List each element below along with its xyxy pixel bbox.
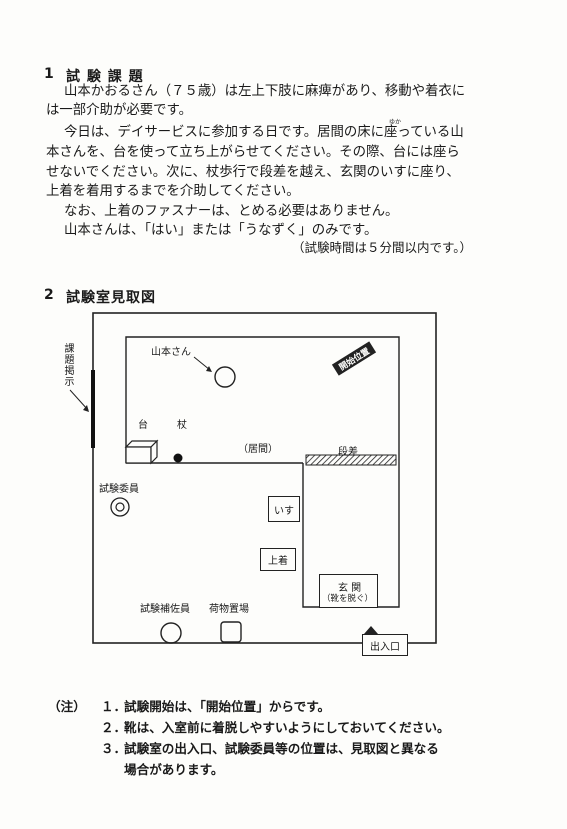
cane-dot <box>173 453 183 463</box>
section2-number: 2 <box>44 287 55 303</box>
step-hatch <box>305 454 397 466</box>
entrance-label: 出入口 <box>370 641 400 653</box>
dai-side <box>150 439 158 465</box>
section1-title: 試 験 課 題 <box>66 69 144 85</box>
entrance-arrowhead <box>364 626 378 634</box>
chair-box: いす <box>268 496 300 522</box>
jacket-box: 上着 <box>260 548 296 571</box>
jacket-label: 上着 <box>268 556 288 567</box>
assistant-circle <box>160 622 182 644</box>
note-2-number: ２． <box>101 720 127 735</box>
section1-number: 1 <box>44 66 55 82</box>
baggage-label: 荷物置場 <box>209 604 249 615</box>
note-3-continuation: 場合があります。 <box>124 762 224 777</box>
cane-label: 杖 <box>177 420 187 431</box>
ruby-yuka: ゆか <box>389 119 402 126</box>
section2-title: 試験室見取図 <box>66 290 156 306</box>
note-3-number: ３． <box>101 741 127 756</box>
task-line-1: 山本かおるさん（７５歳）は左上下肢に麻痺があり、移動や着衣に <box>64 84 466 99</box>
note-1-number: １． <box>101 699 127 714</box>
task-line-5: せないでください。次に、杖歩行で段差を越え、玄関のいすに座り、 <box>46 165 460 180</box>
baggage-box <box>220 621 242 643</box>
living-room-wall <box>125 336 400 463</box>
note-2-text: 靴は、入室前に着脱しやすいようにしておいてください。 <box>124 720 450 735</box>
yamamoto-arrow <box>193 356 211 371</box>
posting-arrowhead <box>83 405 89 412</box>
task-line-4: 本さんを、台を使って立ち上がらせてください。その際、台には座ら <box>46 145 460 160</box>
posting-arrow <box>69 389 89 411</box>
notes-marker: （注） <box>48 699 86 714</box>
living-room-label: （居間） <box>238 444 278 455</box>
examiner-label: 試験委員 <box>99 484 139 495</box>
shoes-label: （靴を脱ぐ） <box>322 594 374 604</box>
task-line-7: なお、上着のファスナーは、とめる必要はありません。 <box>64 204 399 219</box>
examiner-outer <box>110 497 130 517</box>
task-line-3: 今日は、デイサービスに参加する日です。居間の床に座っている山 <box>64 125 464 140</box>
examiner-inner <box>115 502 125 512</box>
dai-label: 台 <box>138 420 148 431</box>
chair-label: いす <box>274 505 294 517</box>
task-line-2: は一部介助が必要です。 <box>46 103 192 118</box>
note-3-text: 試験室の出入口、試験委員等の位置は、見取図と異なる <box>124 741 439 756</box>
yamamoto-label: 山本さん <box>151 347 191 358</box>
posting-label: 課題掲示 <box>62 343 73 387</box>
task-line-6: 上着を着用するまでを介助してください。 <box>46 184 300 199</box>
time-note: （試験時間は５分間以内です。） <box>292 240 473 255</box>
genkan-label: 玄 関 <box>338 583 362 594</box>
entrance-box: 出入口 <box>362 634 408 656</box>
yamamoto-circle <box>214 366 236 388</box>
assistant-label: 試験補佐員 <box>140 604 190 615</box>
dai-front <box>125 446 152 464</box>
note-1-text: 試験開始は、「開始位置」からです。 <box>124 699 331 714</box>
step-label: 段差 <box>338 447 358 458</box>
task-line-8: 山本さんは、「はい」または「うなずく」のみです。 <box>64 223 378 238</box>
genkan-box: 玄 関 （靴を脱ぐ） <box>319 574 378 608</box>
outer-wall <box>92 312 437 644</box>
yamamoto-arrowhead <box>206 366 212 372</box>
